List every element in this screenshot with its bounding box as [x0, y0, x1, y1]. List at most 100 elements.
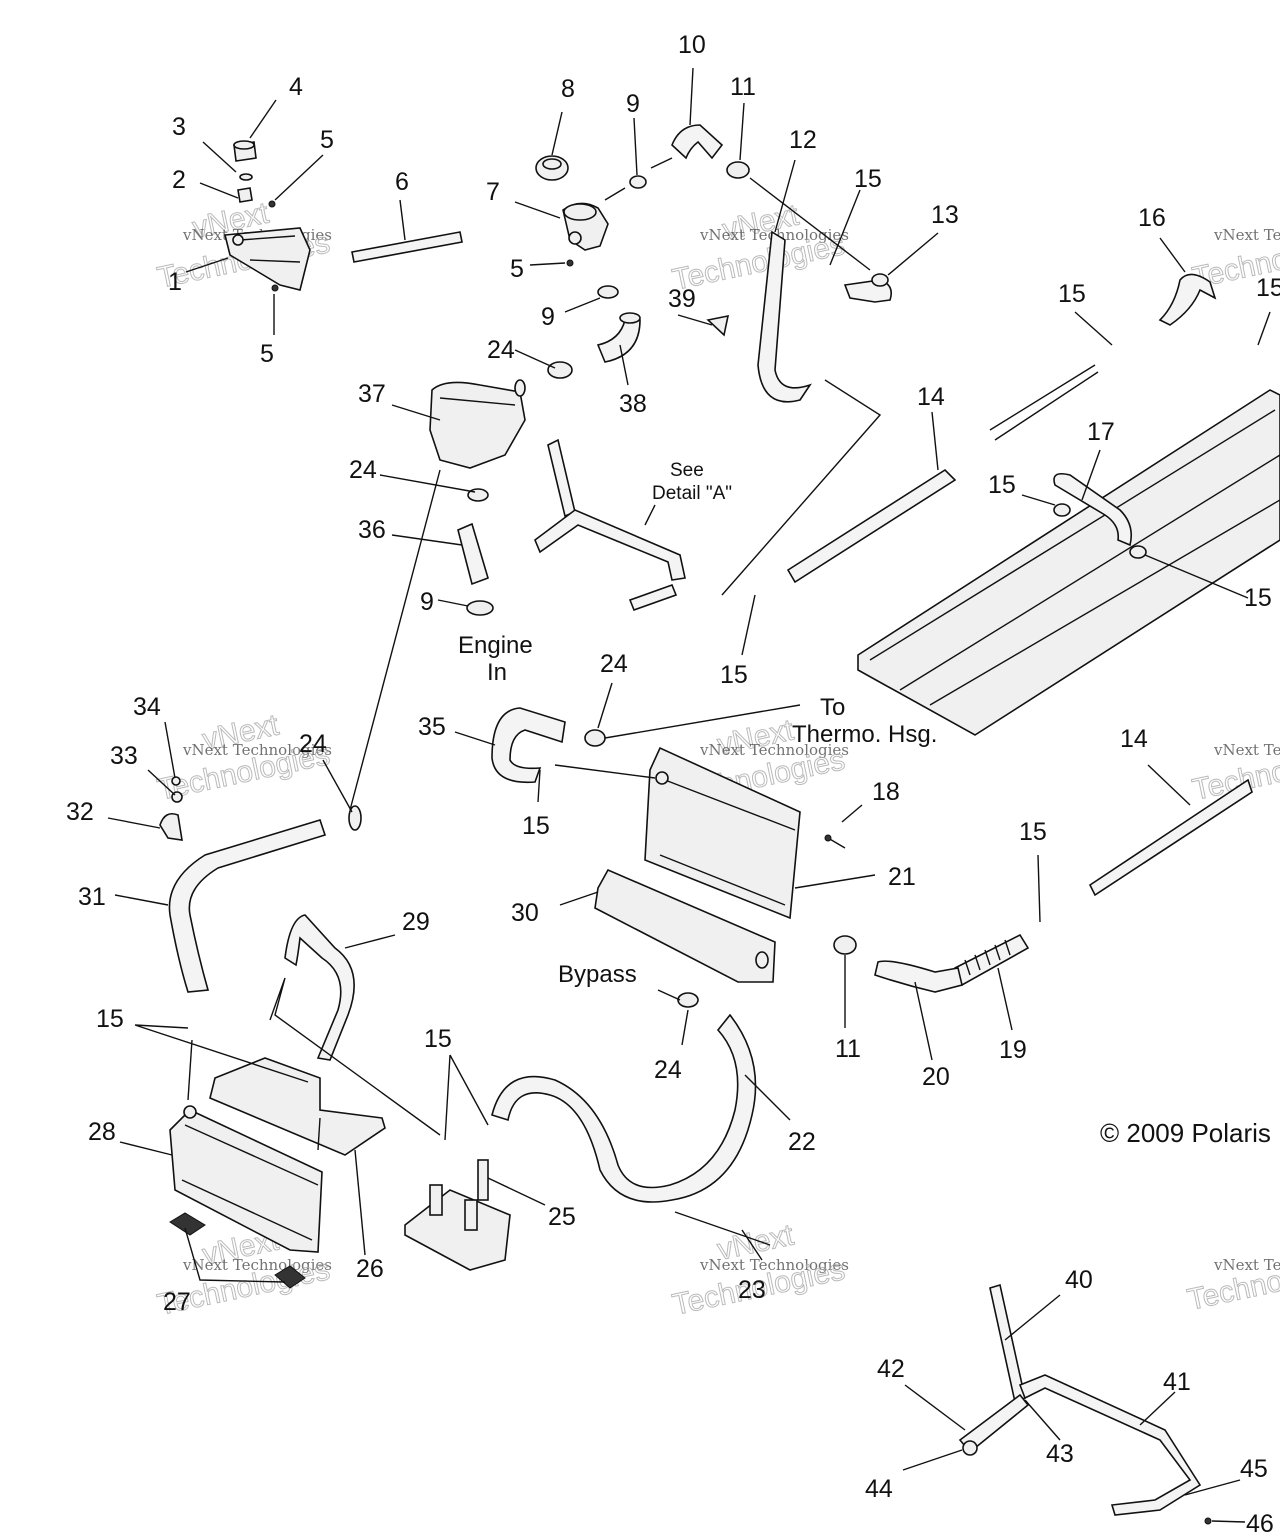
- callout-15: 15: [424, 1025, 452, 1053]
- part-16-elbow: [1158, 273, 1217, 326]
- watermark-top-mid: vNext vNext Technologies Technologies: [669, 198, 849, 297]
- text-labels: See Detail "A" Engine In To Thermo. Hsg.…: [458, 460, 1271, 1148]
- part-27-pads: [169, 1212, 306, 1289]
- part-36-hose: [457, 522, 489, 586]
- callout-25: 25: [548, 1203, 576, 1231]
- callout-28: 28: [88, 1118, 116, 1146]
- callout-8: 8: [561, 75, 575, 103]
- part-11-clamps: [726, 161, 857, 955]
- part-6-tube: [351, 231, 463, 263]
- watermark-bottom-right: vNext Technologies Technologies: [1184, 1248, 1280, 1318]
- part-12-long-hose: [757, 230, 812, 403]
- leader-lines: [107, 67, 1271, 1523]
- callout-13: 13: [931, 201, 959, 229]
- part-9-clamps: [466, 175, 647, 616]
- callout-31: 31: [78, 883, 106, 911]
- callout-17: 17: [1087, 418, 1115, 446]
- part-10-elbow-hose: [671, 124, 724, 160]
- callout-45: 45: [1240, 1455, 1268, 1483]
- callout-15: 15: [1244, 584, 1272, 612]
- part-26-baffle: [209, 1057, 386, 1156]
- callout-21: 21: [888, 863, 916, 891]
- part-28-radiator: [169, 1105, 323, 1253]
- callout-12: 12: [789, 126, 817, 154]
- part-37-reservoir: [429, 379, 526, 469]
- svg-text:vNext Technologies: vNext Technologies: [1213, 1256, 1280, 1274]
- callout-3: 3: [172, 113, 186, 141]
- part-22-bypass-hose: [491, 1013, 757, 1203]
- part-23-rod: [674, 1211, 771, 1246]
- part-2-3-4-cap-stack: [233, 140, 257, 203]
- callout-6: 6: [395, 168, 409, 196]
- part-29-hose: [284, 914, 355, 1061]
- callout-15: 15: [1058, 280, 1086, 308]
- callout-42: 42: [877, 1355, 905, 1383]
- callout-20: 20: [922, 1063, 950, 1091]
- part-35-elbow-hose: [491, 707, 566, 784]
- callout-15: 15: [720, 661, 748, 689]
- callout-15: 15: [522, 812, 550, 840]
- callout-44: 44: [865, 1475, 893, 1503]
- part-7-thermo-housing: [562, 202, 609, 251]
- callout-39: 39: [668, 285, 696, 313]
- callout-34: 34: [133, 693, 161, 721]
- callout-16: 16: [1138, 204, 1166, 232]
- callout-19: 19: [999, 1036, 1027, 1064]
- callout-10: 10: [678, 31, 706, 59]
- callout-18: 18: [872, 778, 900, 806]
- callout-38: 38: [619, 390, 647, 418]
- part-drawings: [159, 124, 1280, 1525]
- svg-text:vNext Technologies: vNext Technologies: [1213, 226, 1280, 244]
- callout-9: 9: [420, 588, 434, 616]
- callout-29: 29: [402, 908, 430, 936]
- callout-9: 9: [626, 90, 640, 118]
- copyright-text: © 2009 Polaris: [1100, 1118, 1271, 1148]
- callout-22: 22: [788, 1128, 816, 1156]
- callout-15: 15: [1019, 818, 1047, 846]
- part-25-oil-cooler: [404, 1159, 511, 1271]
- callout-23: 23: [738, 1276, 766, 1304]
- callout-24: 24: [600, 650, 628, 678]
- callout-24: 24: [654, 1056, 682, 1084]
- callout-15: 15: [988, 471, 1016, 499]
- engine-in-label-2: In: [487, 659, 507, 686]
- part-18-screw: [824, 834, 846, 849]
- callout-43: 43: [1046, 1440, 1074, 1468]
- callout-24: 24: [487, 336, 515, 364]
- svg-text:vNext Technologies: vNext Technologies: [699, 741, 849, 759]
- watermark-bottom-center: vNext vNext Technologies Technologies: [669, 1218, 849, 1322]
- callout-40: 40: [1065, 1266, 1093, 1294]
- part-19-corrugated-hose: [953, 933, 1030, 987]
- callout-35: 35: [418, 713, 446, 741]
- callout-1: 1: [168, 268, 182, 296]
- callout-11: 11: [730, 73, 756, 101]
- callout-numbers: 1 2 3 4 5 5 5 6 7 8 9 9 9 10 11 11 12 13…: [66, 31, 1280, 1536]
- callout-15: 15: [1256, 274, 1280, 302]
- callout-32: 32: [66, 798, 94, 826]
- callout-26: 26: [356, 1255, 384, 1283]
- callout-5: 5: [320, 126, 334, 154]
- part-32-33-34-clip: [159, 776, 183, 841]
- to-thermo-label-2: Thermo. Hsg.: [792, 721, 937, 748]
- detail-a-tube-assembly: [534, 438, 686, 612]
- part-13-elbow: [843, 273, 893, 303]
- part-20-hose: [874, 960, 963, 993]
- part-17-chassis-frame: [857, 389, 1280, 736]
- svg-text:vNext Technologies: vNext Technologies: [699, 1256, 849, 1274]
- part-31-hose: [168, 819, 327, 993]
- callout-14: 14: [1120, 725, 1148, 753]
- callout-7: 7: [486, 178, 500, 206]
- callout-4: 4: [289, 73, 303, 101]
- see-detail-label: See: [670, 460, 704, 481]
- part-39-clip: [706, 314, 730, 337]
- part-30-foam-block: [594, 868, 776, 983]
- callout-15: 15: [854, 165, 882, 193]
- part-38-hose: [596, 312, 641, 363]
- callout-37: 37: [358, 380, 386, 408]
- callout-9: 9: [541, 303, 555, 331]
- svg-text:vNext Technologies: vNext Technologies: [1213, 741, 1280, 759]
- callout-2: 2: [172, 166, 186, 194]
- engine-in-label: Engine: [458, 632, 533, 659]
- svg-text:vNext Technologies: vNext Technologies: [182, 741, 332, 759]
